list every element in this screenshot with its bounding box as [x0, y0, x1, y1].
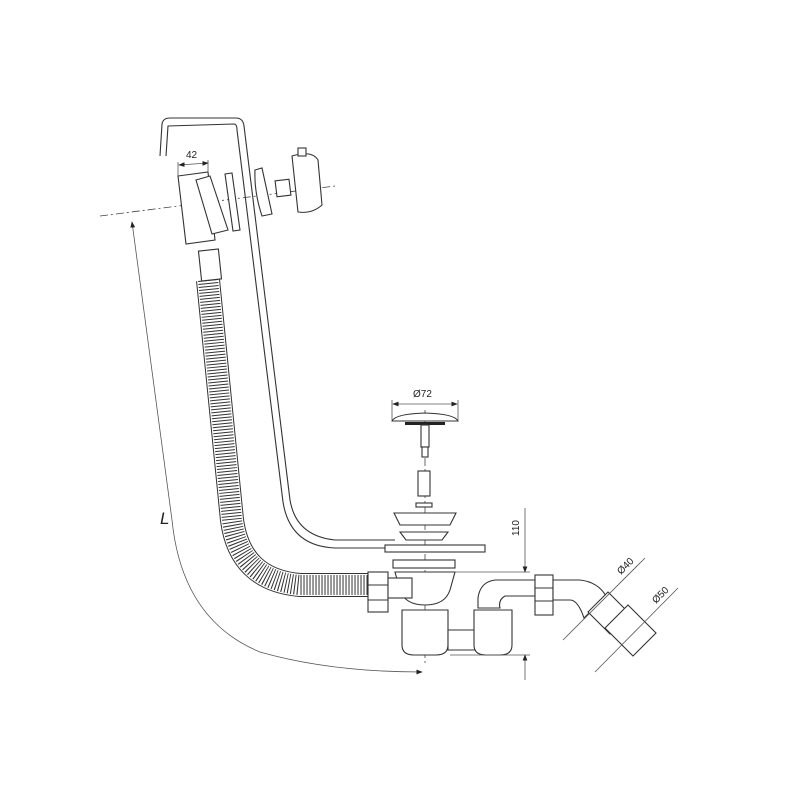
- plug-diameter-label: Ø72: [413, 389, 432, 400]
- trap: [401, 574, 657, 657]
- outlet-outer-label: Ø50: [650, 585, 671, 606]
- outlet-inner-label: Ø40: [615, 556, 636, 577]
- overflow-pipe: [159, 117, 395, 549]
- dimension-42-label: 42: [186, 150, 198, 161]
- length-dimension: L: [130, 221, 423, 675]
- dimension-110: 110: [450, 508, 530, 680]
- plug-assembly: [384, 412, 486, 606]
- dimension-plug-diameter: Ø72: [391, 389, 459, 420]
- dimension-42: 42: [177, 150, 209, 176]
- overflow-assembly: [177, 147, 323, 245]
- drain-height-label: 110: [511, 520, 522, 536]
- length-label: L: [160, 509, 169, 528]
- corrugated-hose: [196, 248, 389, 613]
